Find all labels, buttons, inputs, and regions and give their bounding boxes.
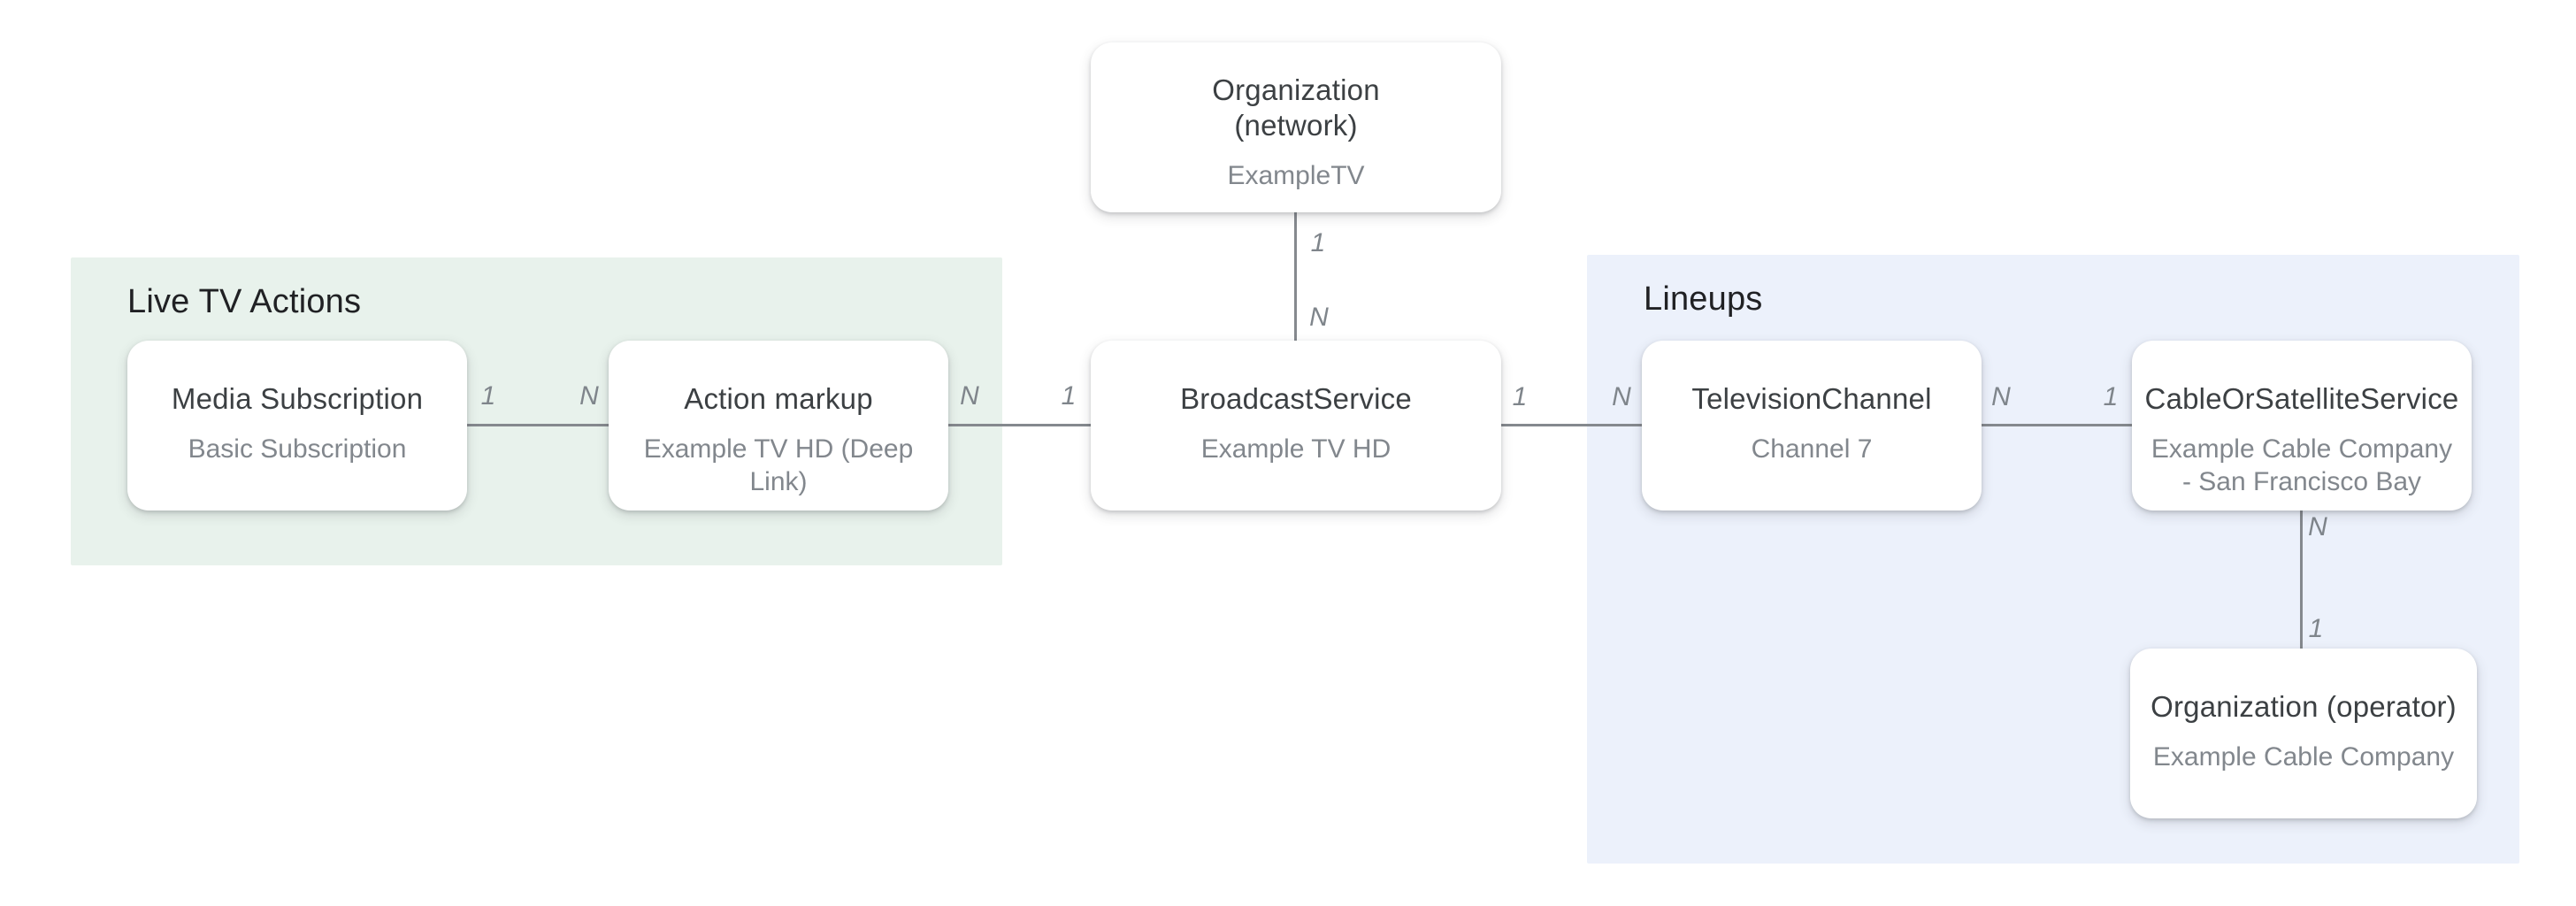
node-broadcast-service: BroadcastService Example TV HD [1091, 341, 1501, 511]
cardinality-broadcast-top-side: N [1309, 303, 1329, 332]
cardinality-network-side: 1 [1310, 228, 1326, 257]
cardinality-cable-left-side: 1 [2103, 382, 2119, 411]
edge-line-action-broadcast [948, 424, 1091, 426]
cardinality-operator-side: 1 [2308, 614, 2324, 643]
cardinality-tv-left-side: N [1612, 382, 1631, 411]
cardinality-broadcast-left-side: 1 [1061, 381, 1077, 411]
cardinality-media-side: 1 [480, 381, 496, 411]
edge-line-broadcast-tv [1501, 424, 1642, 426]
node-media-subscription-subtitle: Basic Subscription [188, 434, 407, 464]
node-org-operator-subtitle: Example Cable Company [2152, 742, 2455, 772]
node-action-markup: Action markup Example TV HD (Deep Link) [609, 341, 948, 511]
node-television-channel: TelevisionChannel Channel 7 [1642, 341, 1982, 511]
edge-line-cable-operator [2300, 511, 2303, 649]
node-cable-or-satellite-service-subtitle: Example Cable Company - San Francisco Ba… [2150, 434, 2453, 496]
edge-line-media-action [467, 424, 609, 426]
group-title-lineups: Lineups [1644, 280, 1763, 318]
node-television-channel-subtitle: Channel 7 [1751, 434, 1873, 464]
node-org-network-subtitle: ExampleTV [1227, 161, 1365, 190]
node-cable-or-satellite-service: CableOrSatelliteService Example Cable Co… [2132, 341, 2472, 511]
node-television-channel-title: TelevisionChannel [1691, 382, 1932, 415]
node-media-subscription: Media Subscription Basic Subscription [127, 341, 467, 511]
node-broadcast-service-title: BroadcastService [1180, 382, 1412, 415]
edge-line-tv-cable [1982, 424, 2132, 426]
node-org-network-title: Organization (network) [1212, 73, 1380, 142]
node-org-operator-title: Organization (operator) [2150, 690, 2457, 723]
node-broadcast-service-subtitle: Example TV HD [1200, 434, 1392, 464]
node-org-network: Organization (network) ExampleTV [1091, 42, 1501, 212]
group-title-live-tv-actions: Live TV Actions [127, 283, 362, 320]
cardinality-tv-right-side: N [1991, 382, 2011, 411]
cardinality-action-left-side: N [579, 381, 599, 411]
cardinality-action-right-side: N [960, 381, 979, 411]
cardinality-cable-bottom-side: N [2308, 512, 2327, 541]
node-org-operator: Organization (operator) Example Cable Co… [2130, 649, 2477, 818]
node-media-subscription-title: Media Subscription [171, 382, 424, 415]
node-cable-or-satellite-service-title: CableOrSatelliteService [2144, 382, 2459, 415]
node-action-markup-title: Action markup [684, 382, 873, 415]
edge-line-network-broadcast [1294, 212, 1297, 341]
cardinality-broadcast-right-side: 1 [1512, 382, 1528, 411]
node-action-markup-subtitle: Example TV HD (Deep Link) [643, 434, 914, 496]
